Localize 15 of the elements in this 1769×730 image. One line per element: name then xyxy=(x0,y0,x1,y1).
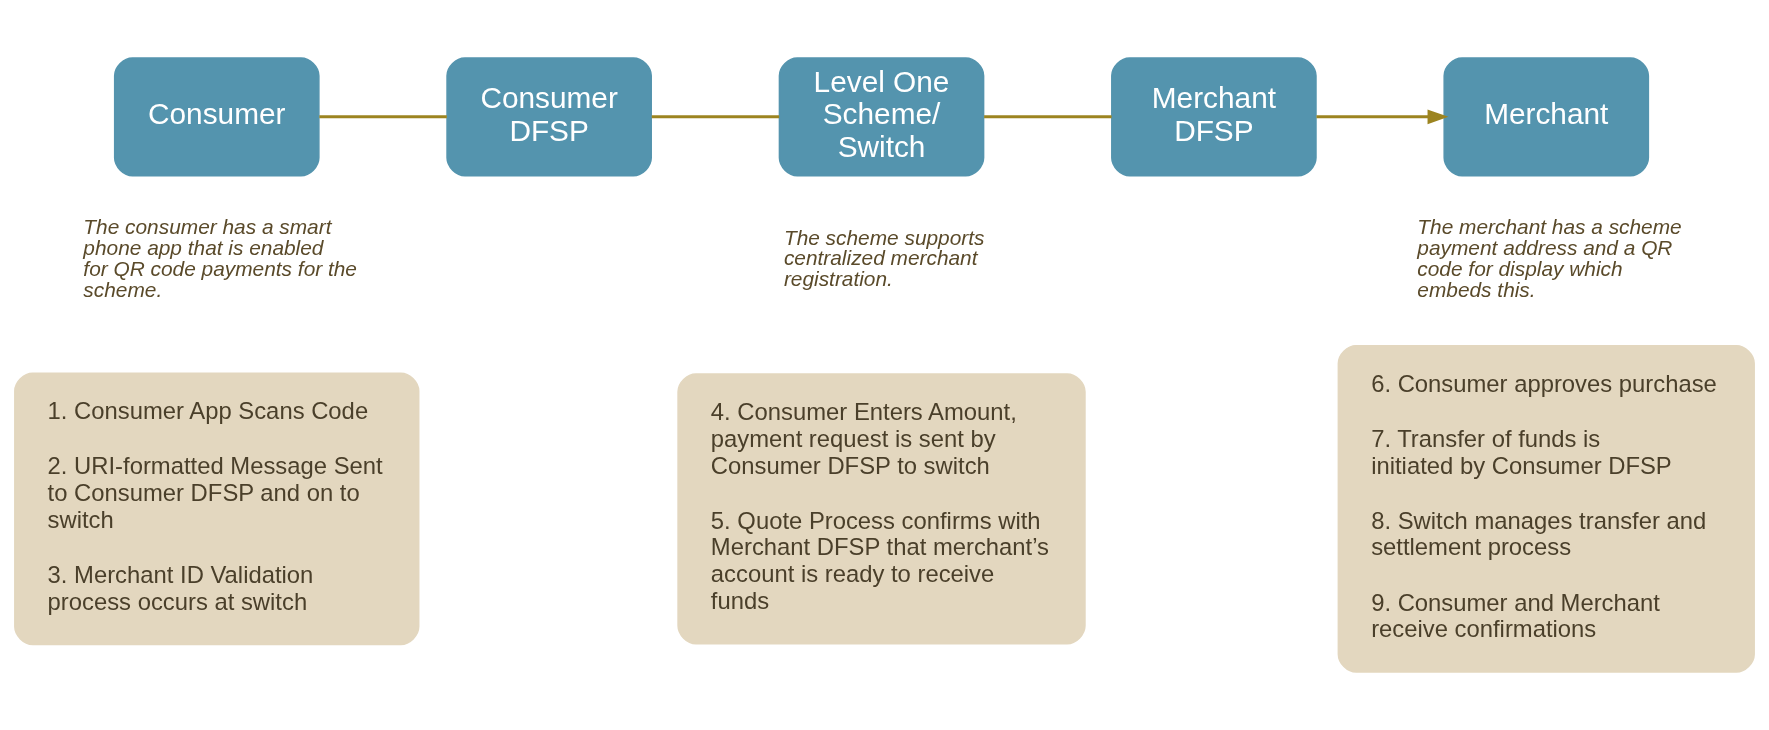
connector xyxy=(984,115,1112,119)
node-box: Consumer xyxy=(113,57,320,177)
arrow xyxy=(1316,109,1449,125)
node-box: Merchant xyxy=(1443,57,1650,177)
node-label: The scheme supports centralized merchant registration. xyxy=(783,225,985,291)
node-label: The merchant has a scheme payment address and a QR code for display which embeds this. xyxy=(1417,215,1682,301)
node-box: 4. Consumer Enters Amount, payment request is sent by Consumer DFSP to switch 5. Quote Process confirms with Merchant DFSP that merchant’s account is ready to receive funds xyxy=(677,373,1086,645)
node-box: Level One Scheme/ Switch xyxy=(778,57,985,177)
node-box: 6. Consumer approves purchase 7. Transfer of funds is initiated by Consumer DFSP 8. Switch manages transfer and settlement process 9. Consumer and Merchant receive confirmations xyxy=(1337,344,1755,673)
node-box: Merchant DFSP xyxy=(1111,57,1317,177)
node-box: Consumer DFSP xyxy=(446,57,652,177)
connector xyxy=(319,115,447,119)
connector xyxy=(651,115,780,119)
node-box: 1. Consumer App Scans Code 2. URI-formatted Message Sent to Consumer DFSP and on to switch 3. Merchant ID Validation process occurs at switch xyxy=(14,372,420,646)
node-label: The consumer has a smart phone app that is enabled for QR code payments for the scheme. xyxy=(83,215,357,301)
